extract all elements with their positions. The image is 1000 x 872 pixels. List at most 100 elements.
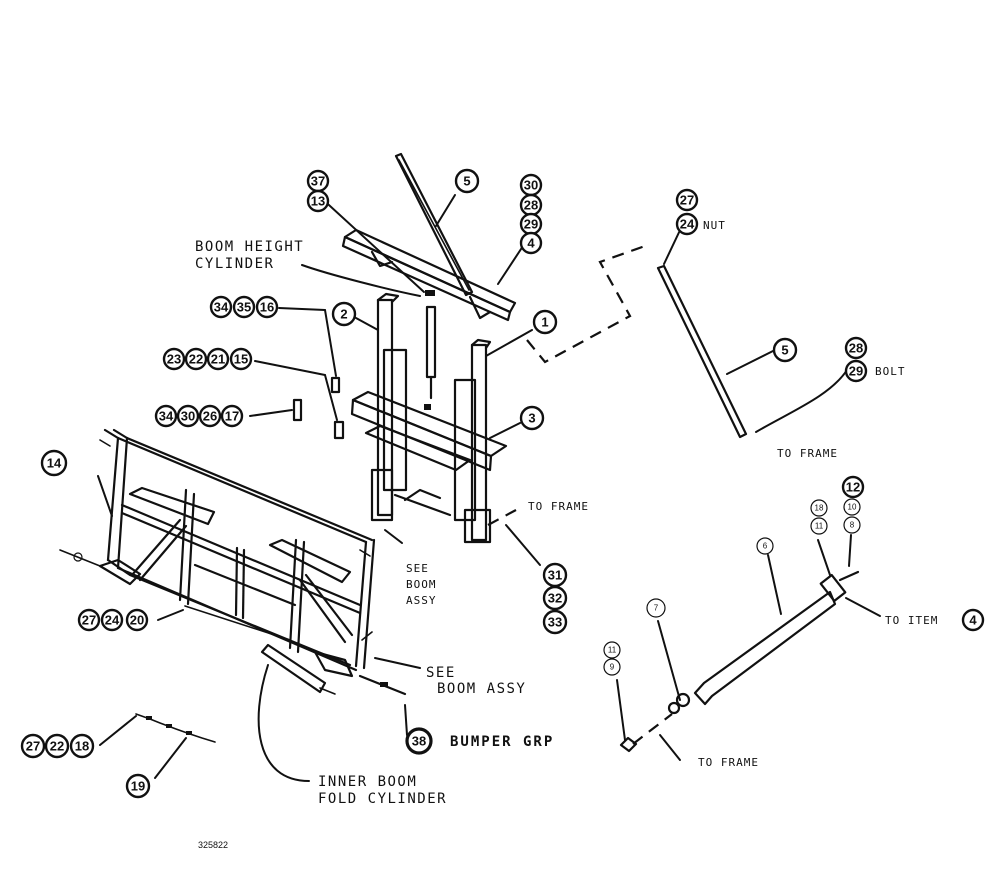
svg-text:11: 11 <box>608 646 617 655</box>
label-fold-cylinder: FOLD CYLINDER <box>318 791 447 807</box>
svg-text:27: 27 <box>680 193 694 208</box>
callout-27-b: 27 <box>20 733 46 759</box>
svg-text:21: 21 <box>211 352 225 367</box>
svg-text:31: 31 <box>548 568 562 583</box>
svg-text:9: 9 <box>610 663 615 672</box>
callout-6: 6 <box>756 537 774 555</box>
bumper <box>358 674 407 696</box>
callout-9: 9 <box>603 658 621 676</box>
svg-text:37: 37 <box>311 174 325 189</box>
svg-text:30: 30 <box>524 178 538 193</box>
svg-text:7: 7 <box>654 604 659 613</box>
callout-30-top: 30 <box>519 173 543 197</box>
callout-14: 14 <box>40 449 68 477</box>
callout-1: 1 <box>532 309 558 335</box>
svg-text:29: 29 <box>524 217 538 232</box>
svg-text:38: 38 <box>412 734 426 749</box>
callout-34-a: 34 <box>209 295 233 319</box>
callout-3: 3 <box>519 405 545 431</box>
svg-text:35: 35 <box>237 300 251 315</box>
svg-text:34: 34 <box>214 300 229 315</box>
svg-text:3: 3 <box>528 411 535 426</box>
label-to-frame-center: TO FRAME <box>528 500 589 513</box>
callout-28-b: 28 <box>844 336 868 360</box>
label-boom-assy: BOOM ASSY <box>437 681 526 697</box>
dashed-to-frame <box>487 509 517 526</box>
svg-text:27: 27 <box>82 613 96 628</box>
part-2-upright <box>370 292 408 522</box>
callout-27-c: 27 <box>675 188 699 212</box>
drawing-reference-number: 325822 <box>198 840 228 850</box>
callout-12: 12 <box>841 475 865 499</box>
callout-37: 37 <box>306 169 330 193</box>
svg-text:10: 10 <box>848 503 857 512</box>
part-14-boom-frame <box>59 428 376 678</box>
svg-text:12: 12 <box>846 480 860 495</box>
callout-5-right: 5 <box>772 337 798 363</box>
callout-33: 33 <box>542 609 568 635</box>
label-boom-height: BOOM HEIGHT <box>195 239 304 255</box>
svg-text:32: 32 <box>548 591 562 606</box>
svg-text:TO ITEM: TO ITEM <box>885 614 938 627</box>
svg-text:33: 33 <box>548 615 562 630</box>
svg-text:5: 5 <box>463 174 470 189</box>
leader-lines <box>97 194 881 782</box>
callout-4: 4 <box>519 231 543 255</box>
callout-31: 31 <box>542 562 568 588</box>
part-4-crossbar <box>341 228 517 322</box>
svg-text:23: 23 <box>167 352 181 367</box>
callout-38: 38 <box>405 727 433 755</box>
label-inner-boom: INNER BOOM <box>318 774 417 790</box>
callout-29-b: 29 <box>844 359 868 383</box>
callout-5-top: 5 <box>454 168 480 194</box>
svg-text:8: 8 <box>850 521 855 530</box>
label-to-frame-right: TO FRAME <box>777 447 838 460</box>
svg-text:13: 13 <box>311 194 325 209</box>
dashed-link-upper <box>526 244 646 364</box>
callout-22-a: 22 <box>184 347 208 371</box>
svg-text:24: 24 <box>105 613 120 628</box>
callout-15: 15 <box>229 347 253 371</box>
svg-text:20: 20 <box>130 613 144 628</box>
callout-11-b: 11 <box>603 641 621 659</box>
callout-35: 35 <box>232 295 256 319</box>
label-assy-small: ASSY <box>406 594 437 607</box>
callout-32: 32 <box>542 585 568 611</box>
callout-18: 18 <box>69 733 95 759</box>
svg-text:14: 14 <box>47 456 62 471</box>
label-bumper-grp: BUMPER GRP <box>450 734 554 750</box>
label-cylinder: CYLINDER <box>195 256 274 272</box>
callout-30-b: 30 <box>176 404 200 428</box>
callout-24-a: 24 <box>100 608 124 632</box>
svg-text:18: 18 <box>815 504 824 513</box>
callout-28-top: 28 <box>519 193 543 217</box>
label-nut: NUT <box>703 219 726 232</box>
svg-text:22: 22 <box>189 352 203 367</box>
part-5-brace-right <box>656 264 748 439</box>
callout-34-b: 34 <box>154 404 178 428</box>
label-to-item-4: TO ITEM 4 <box>885 608 985 632</box>
callout-13: 13 <box>306 189 330 213</box>
svg-text:2: 2 <box>340 307 347 322</box>
svg-text:34: 34 <box>159 409 174 424</box>
dashed-lower <box>632 713 673 745</box>
label-boom-small: BOOM <box>406 578 437 591</box>
label-see: SEE <box>426 665 456 681</box>
callout-27-a: 27 <box>77 608 101 632</box>
svg-text:22: 22 <box>50 739 64 754</box>
svg-text:5: 5 <box>781 343 788 358</box>
svg-text:30: 30 <box>181 409 195 424</box>
svg-text:29: 29 <box>849 364 863 379</box>
svg-text:4: 4 <box>969 613 977 628</box>
callout-16: 16 <box>255 295 279 319</box>
svg-text:11: 11 <box>815 522 824 531</box>
callout-20: 20 <box>125 608 149 632</box>
label-to-frame-lower: TO FRAME <box>698 756 759 769</box>
callout-8: 8 <box>843 516 861 534</box>
callout-24-b: 24 <box>675 212 699 236</box>
callout-2: 2 <box>331 301 357 327</box>
svg-text:16: 16 <box>260 300 274 315</box>
part-3-crossmember <box>350 390 508 517</box>
part-5-brace-top <box>394 152 474 297</box>
